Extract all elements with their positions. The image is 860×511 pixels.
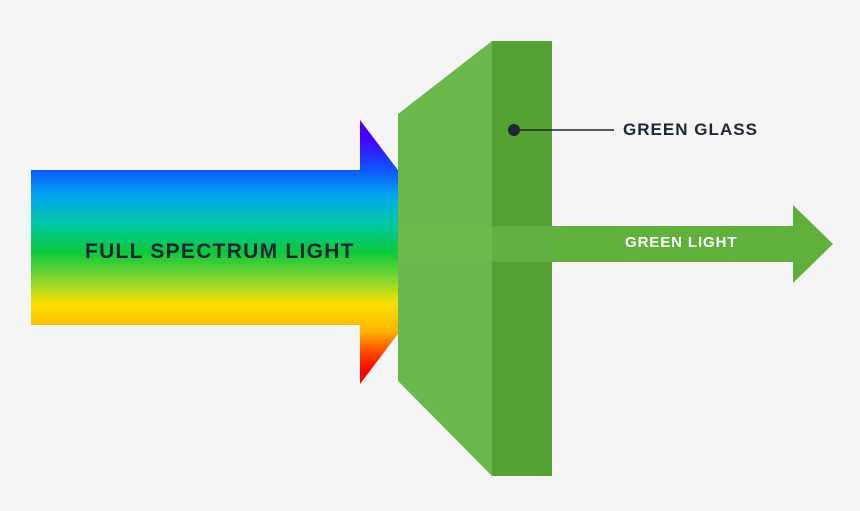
- glass-transmission-band: [398, 226, 552, 262]
- full-spectrum-arrow: [31, 120, 460, 384]
- green-glass-label: GREEN GLASS: [623, 120, 758, 139]
- green-glass-callout-dot: [508, 124, 520, 136]
- green-light-label: GREEN LIGHT: [625, 234, 738, 251]
- green-light-arrow: [552, 205, 833, 283]
- full-spectrum-light-label: FULL SPECTRUM LIGHT: [85, 240, 355, 263]
